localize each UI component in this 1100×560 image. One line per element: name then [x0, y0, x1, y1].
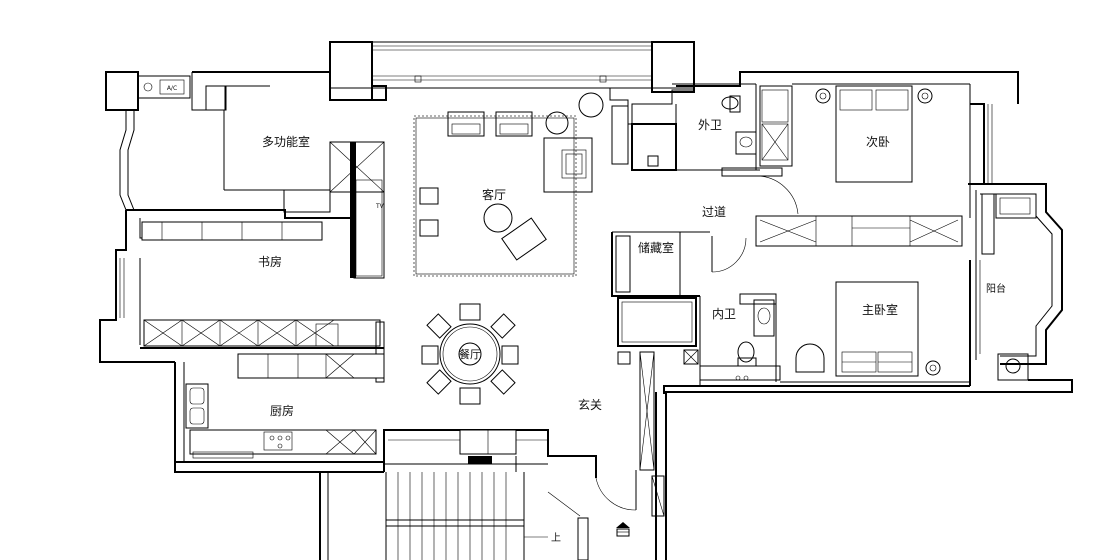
room-label-living: 客厅: [482, 187, 506, 202]
ac-label: A/C: [167, 85, 177, 92]
room-label-master-bedroom: 主卧室: [862, 302, 898, 317]
room-label-ensuite: 内卫: [712, 307, 736, 321]
living-room-furniture: [413, 92, 604, 277]
right-wing-walls: [639, 103, 993, 560]
room-label-study: 书房: [258, 254, 282, 269]
room-label-entrance: 玄关: [578, 397, 602, 412]
study-cabinets: [140, 221, 385, 383]
balcony: [664, 183, 1073, 393]
stairs-up-label: 上: [551, 532, 561, 544]
staircase: 上: [319, 472, 630, 560]
multi-function-cabinets: TV: [329, 141, 385, 279]
master-bedroom-furniture: [663, 260, 971, 394]
second-bedroom-furniture: [755, 83, 971, 218]
entrance-marker-icon: [616, 522, 630, 537]
storage-room: [611, 231, 747, 297]
top-window-bay: [329, 41, 695, 101]
room-label-dining: 餐厅: [459, 347, 481, 361]
room-label-guest-bath: 外卫: [698, 118, 722, 132]
tv-label: TV: [375, 203, 385, 210]
room-label-storage: 储藏室: [638, 240, 674, 255]
bottom-walls: [174, 429, 637, 511]
dining-table: [421, 303, 519, 405]
room-label-kitchen: 厨房: [270, 403, 294, 418]
corridor-wardrobes: [755, 215, 963, 247]
room-label-multi-function: 多功能室: [262, 134, 310, 149]
outer-walls: A/C: [99, 71, 387, 363]
ensuite-bath: [617, 293, 781, 386]
kitchen-fixtures: [174, 353, 385, 473]
room-label-balcony: 阳台: [986, 282, 1006, 295]
room-labels: 多功能室 客厅 书房 餐厅 厨房 玄关 外卫 次卧 过道 储藏室 内卫 主卧室 …: [258, 118, 1006, 418]
room-label-corridor: 过道: [702, 205, 726, 219]
room-label-second-bedroom: 次卧: [866, 135, 890, 149]
guest-bath-block: [609, 71, 1019, 177]
